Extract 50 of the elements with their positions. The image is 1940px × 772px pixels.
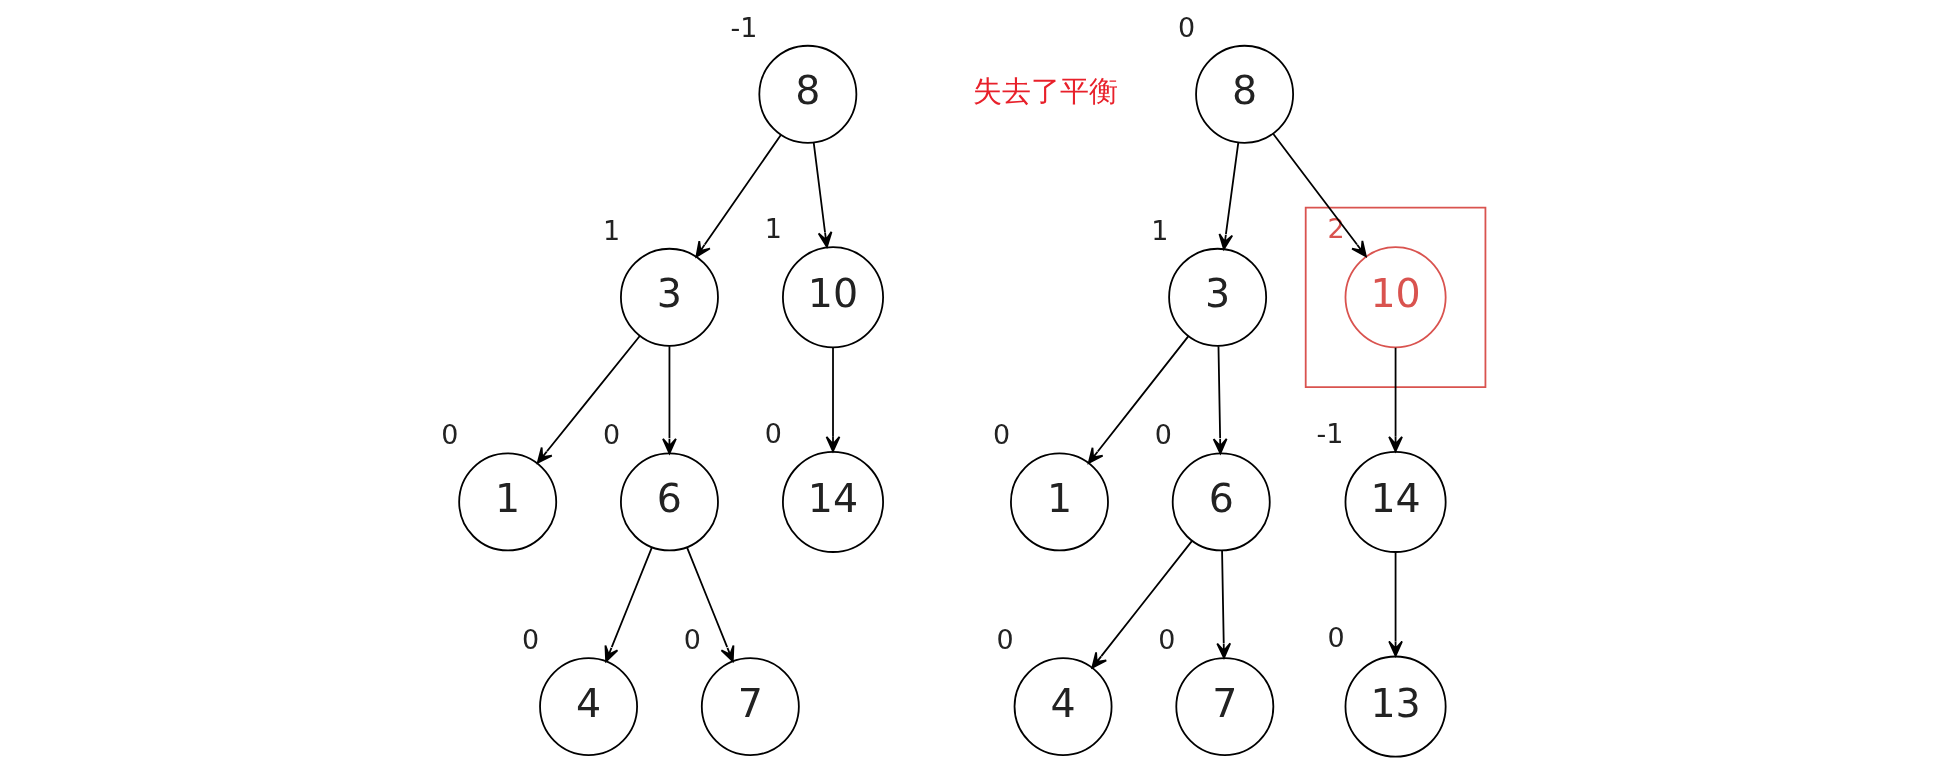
arrow [1215, 549, 1231, 659]
arrow [536, 335, 641, 464]
arrow [825, 346, 840, 453]
node-label: -1 [730, 11, 757, 43]
cluster [1304, 206, 1486, 388]
node-circle: 3 [619, 247, 719, 347]
node-circle: 13 [1344, 655, 1447, 758]
node-circle: 14 [781, 450, 884, 553]
node-circle: 7 [700, 657, 800, 756]
node-label: 0 [764, 417, 782, 449]
node-circle: 4 [538, 657, 638, 756]
arrow [1271, 133, 1367, 258]
node-label: 0 [683, 624, 701, 656]
node-circle: 6 [1171, 452, 1271, 552]
node-circle: 14 [1344, 450, 1447, 553]
label: 失去了平衡 [972, 74, 1118, 109]
node-label: 1 [602, 214, 620, 246]
arrow [1212, 345, 1227, 455]
arrow [661, 345, 677, 455]
node-label: 0 [602, 419, 620, 451]
arrow [1090, 540, 1193, 669]
node-label: 0 [521, 624, 539, 656]
arrow [1387, 551, 1403, 657]
node-circle: 1 [457, 452, 557, 552]
arrow [1087, 335, 1189, 464]
node-circle: 10 [781, 246, 884, 349]
node-circle: 4 [1013, 657, 1112, 756]
node-label: 0 [440, 419, 458, 451]
node-label: 1 [1150, 214, 1168, 246]
arrow [685, 546, 734, 663]
node-circle: 8 [1194, 44, 1294, 144]
node-circle: 1 [1009, 452, 1109, 552]
arrow [1218, 141, 1239, 250]
arrow [812, 141, 832, 248]
node-circle: 3 [1167, 247, 1267, 347]
node-label: 1 [764, 213, 782, 245]
node-label: 0 [996, 624, 1014, 656]
node-label: 0 [1154, 419, 1172, 451]
node-label: 0 [992, 419, 1010, 451]
arrow [1387, 346, 1403, 453]
arrow [695, 134, 782, 258]
node-label: 0 [1157, 624, 1175, 656]
node-label: -1 [1316, 417, 1343, 449]
arrow [604, 546, 653, 663]
node-circle: 10 [1344, 246, 1447, 349]
node-circle: 6 [619, 452, 719, 552]
node-circle: 8 [757, 44, 857, 144]
node-label: 0 [1177, 11, 1195, 43]
node-circle: 7 [1174, 657, 1274, 756]
node-label: 0 [1326, 622, 1345, 654]
